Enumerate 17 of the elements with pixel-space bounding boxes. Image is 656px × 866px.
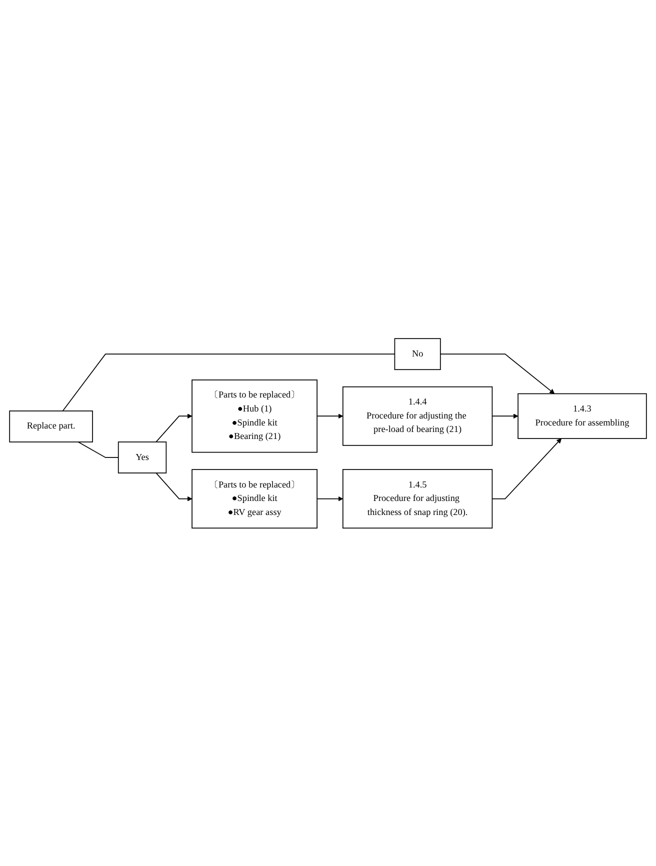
arrow [492, 438, 562, 499]
arrow [156, 413, 192, 442]
arrow [492, 413, 518, 418]
arrow [440, 353, 555, 394]
node-box: No [394, 338, 441, 370]
connector [78, 441, 119, 458]
arrow [316, 413, 344, 418]
node-box: 1.4.5 Procedure for adjusting thickness of snap ring (20). [342, 468, 493, 528]
node-box: 1.4.3 Procedure for assembling [518, 392, 647, 439]
arrow [156, 472, 192, 501]
connector [62, 353, 396, 412]
node-box: 1.4.4 Procedure for adjusting the pre-load of bearing (21) [342, 386, 493, 446]
node-box: 〔Parts to be replaced〕 ●Hub (1) ●Spindle kit ●Bearing (21) [192, 379, 318, 452]
node-box: Yes [118, 441, 167, 474]
arrow [316, 496, 344, 501]
node-box: 〔Parts to be replaced〕 ●Spindle kit ●RV gear assy [192, 468, 318, 528]
node-box: Replace part. [9, 410, 93, 442]
